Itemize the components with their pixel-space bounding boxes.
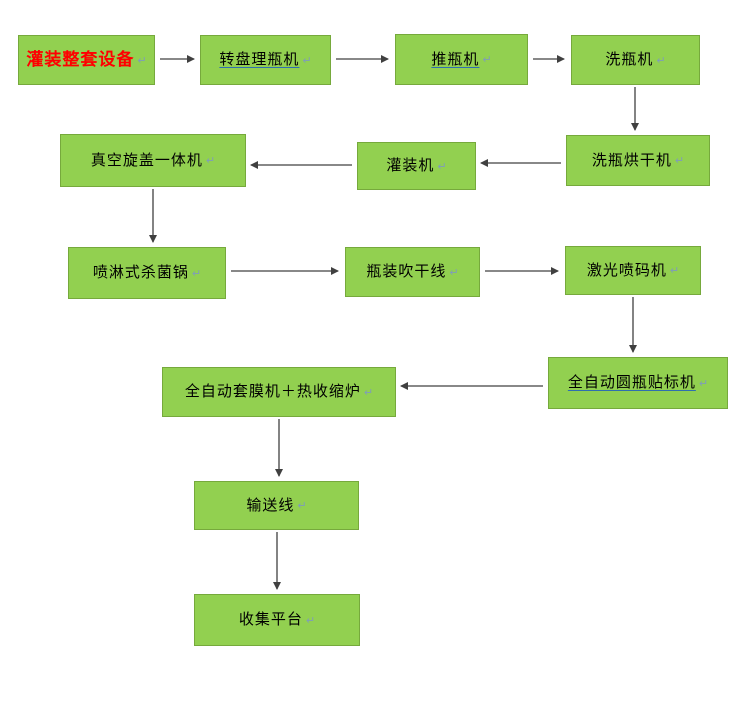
node-conveyor-line[interactable]: 输送线↵: [194, 481, 359, 530]
node-label: 全自动圆瓶贴标机: [567, 374, 696, 391]
node-bottle-wash-dryer[interactable]: 洗瓶烘干机↵: [566, 135, 710, 186]
return-mark: ↵: [437, 160, 447, 173]
node-label: 收集平台: [238, 611, 303, 628]
return-mark: ↵: [297, 500, 307, 512]
node-collection-platform[interactable]: 收集平台↵: [194, 594, 360, 646]
node-label: 真空旋盖一体机: [90, 151, 203, 169]
return-mark: ↵: [205, 155, 216, 167]
return-mark: ↵: [449, 266, 459, 279]
node-label: 灌装整套设备: [26, 49, 135, 69]
node-label: 洗瓶烘干机: [591, 151, 672, 169]
return-mark: ↵: [656, 54, 666, 67]
return-mark: ↵: [305, 614, 316, 627]
node-label: 全自动套膜机＋热收缩炉: [184, 383, 361, 400]
return-mark: ↵: [363, 386, 374, 399]
node-turntable-bottle-unscrambler[interactable]: 转盘理瓶机↵: [200, 35, 331, 85]
return-mark: ↵: [482, 54, 492, 66]
node-bottle-blowdry-line[interactable]: 瓶装吹干线↵: [345, 247, 480, 297]
node-vacuum-capping-machine[interactable]: 真空旋盖一体机↵: [60, 134, 246, 187]
return-mark: ↵: [137, 54, 147, 67]
node-label: 瓶装吹干线: [366, 263, 447, 280]
node-bottle-pusher[interactable]: 推瓶机↵: [395, 34, 528, 85]
node-bottle-washer[interactable]: 洗瓶机↵: [571, 35, 700, 85]
node-full-filling-equipment[interactable]: 灌装整套设备↵: [18, 35, 155, 85]
node-spray-sterilizer[interactable]: 喷淋式杀菌锅↵: [68, 247, 226, 299]
return-mark: ↵: [698, 377, 709, 390]
node-sleeve-shrink-machine[interactable]: 全自动套膜机＋热收缩炉↵: [162, 367, 396, 417]
node-label: 洗瓶机: [605, 51, 654, 68]
node-label: 输送线: [246, 496, 295, 514]
node-round-bottle-labeler[interactable]: 全自动圆瓶贴标机↵: [548, 357, 728, 409]
node-laser-coder[interactable]: 激光喷码机↵: [565, 246, 701, 295]
return-mark: ↵: [191, 267, 202, 280]
node-label: 激光喷码机: [586, 261, 667, 279]
node-label: 灌装机: [386, 157, 435, 174]
return-mark: ↵: [302, 54, 312, 67]
return-mark: ↵: [669, 265, 680, 277]
node-filling-machine[interactable]: 灌装机↵: [357, 142, 476, 190]
node-label: 转盘理瓶机: [219, 51, 300, 68]
node-label: 喷淋式杀菌锅: [92, 264, 189, 281]
node-label: 推瓶机: [431, 50, 480, 68]
return-mark: ↵: [674, 155, 685, 167]
